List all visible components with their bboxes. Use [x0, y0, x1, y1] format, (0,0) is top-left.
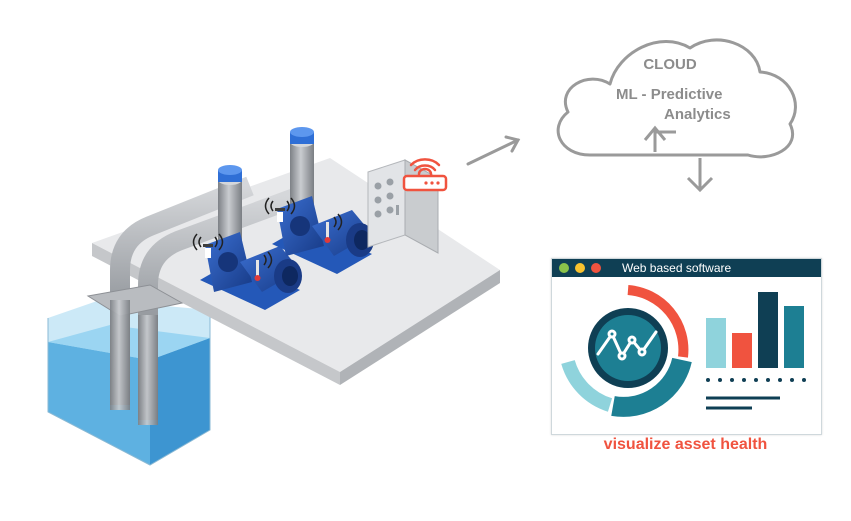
bar-graphic-1: [706, 318, 726, 368]
wifi-router-icon: [402, 158, 448, 192]
cloud-icon: [556, 38, 797, 193]
pipe-system: [86, 176, 304, 425]
window-titlebar: Web based software: [552, 259, 821, 277]
caption: visualize asset health: [603, 436, 768, 453]
bar-graphic-2: [732, 333, 752, 368]
arrow-icon: [466, 135, 521, 166]
wifi-signal-icon: [264, 197, 296, 215]
window-dot-green: [559, 263, 569, 273]
pump-unit-1: [200, 165, 302, 310]
bar-chart-graphic: [706, 292, 804, 368]
wifi-signal-icon: [192, 233, 224, 251]
window-dot-red: [591, 263, 601, 273]
text-lines-graphic: [706, 396, 780, 410]
pump-unit-2: [272, 127, 374, 274]
software-window: Web based software: [551, 258, 822, 435]
window-dot-yellow: [575, 263, 585, 273]
cloud-title: CLOUD: [643, 56, 697, 73]
cloud-subtitle-line2: Analytics: [664, 106, 731, 123]
pulse-icon: [596, 329, 658, 361]
wifi-signal-icon: [263, 251, 273, 269]
window-title: Web based software: [622, 261, 732, 275]
bar-graphic-3: [758, 292, 778, 368]
wifi-signal-icon: [333, 213, 343, 231]
bar-graphic-4: [784, 306, 804, 368]
dotted-line: [706, 378, 806, 382]
cloud-subtitle-line1: ML - Predictive: [616, 86, 723, 103]
